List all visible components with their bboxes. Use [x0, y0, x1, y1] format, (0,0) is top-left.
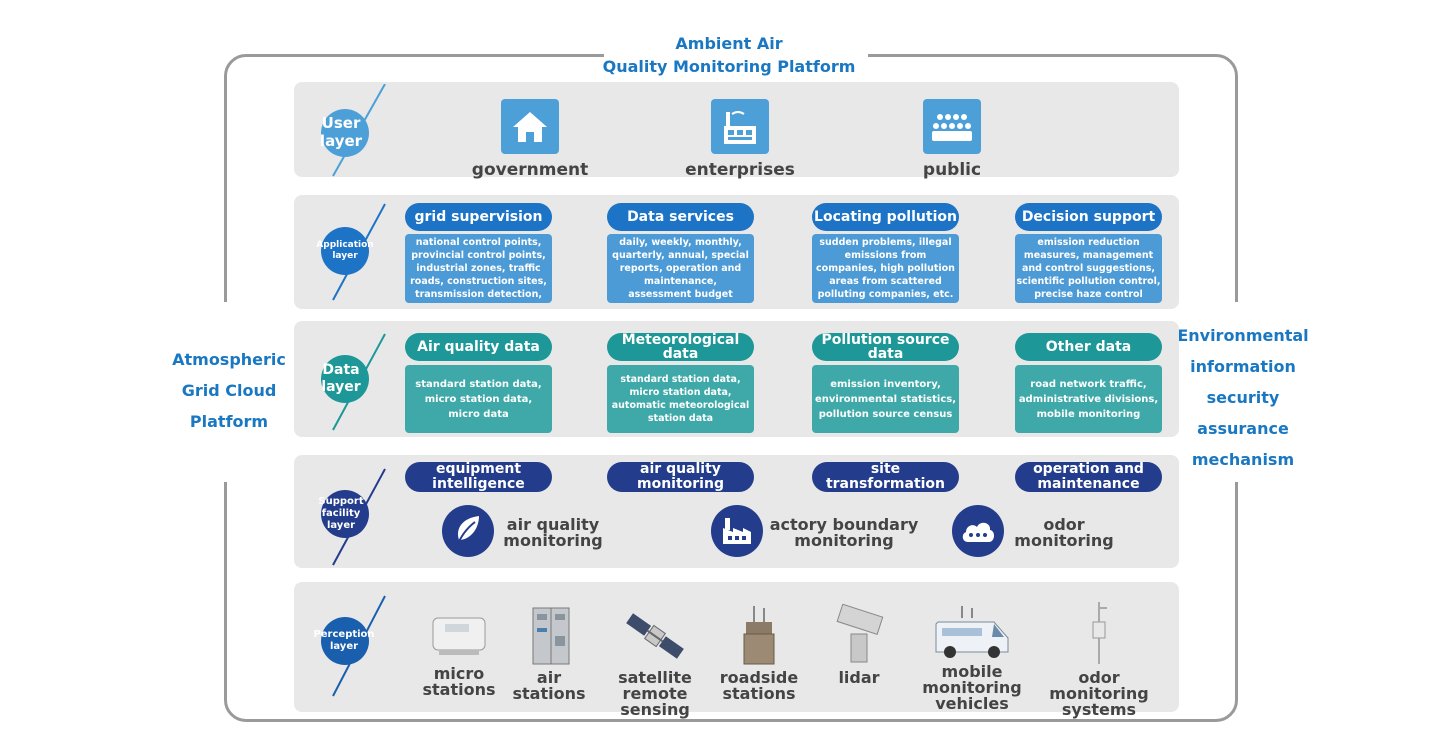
user-public: public — [892, 99, 1012, 180]
micro-station-icon — [429, 612, 489, 662]
leaf-icon — [442, 505, 494, 557]
factory-icon — [711, 99, 769, 154]
air-station-cabinet-icon — [519, 606, 579, 666]
satellite-icon — [620, 606, 690, 666]
security-mechanism-label: Environmental information security assur… — [1177, 326, 1309, 469]
platform-title: Ambient Air Quality Monitoring Platform — [602, 34, 856, 76]
cloud-icon — [952, 505, 1004, 557]
lidar-icon — [829, 603, 889, 666]
crowd-icon — [923, 99, 981, 154]
house-icon — [501, 99, 559, 154]
roadside-station-icon — [734, 604, 784, 666]
factory-icon — [711, 505, 763, 557]
monitoring-vehicle-icon — [932, 604, 1012, 660]
user-government: government — [470, 99, 590, 180]
atmospheric-grid-label: Atmospheric Grid Cloud Platform — [172, 350, 286, 431]
odor-pole-icon — [1079, 600, 1119, 666]
user-enterprises: enterprises — [680, 99, 800, 180]
perception-lidar: lidar — [814, 603, 904, 686]
